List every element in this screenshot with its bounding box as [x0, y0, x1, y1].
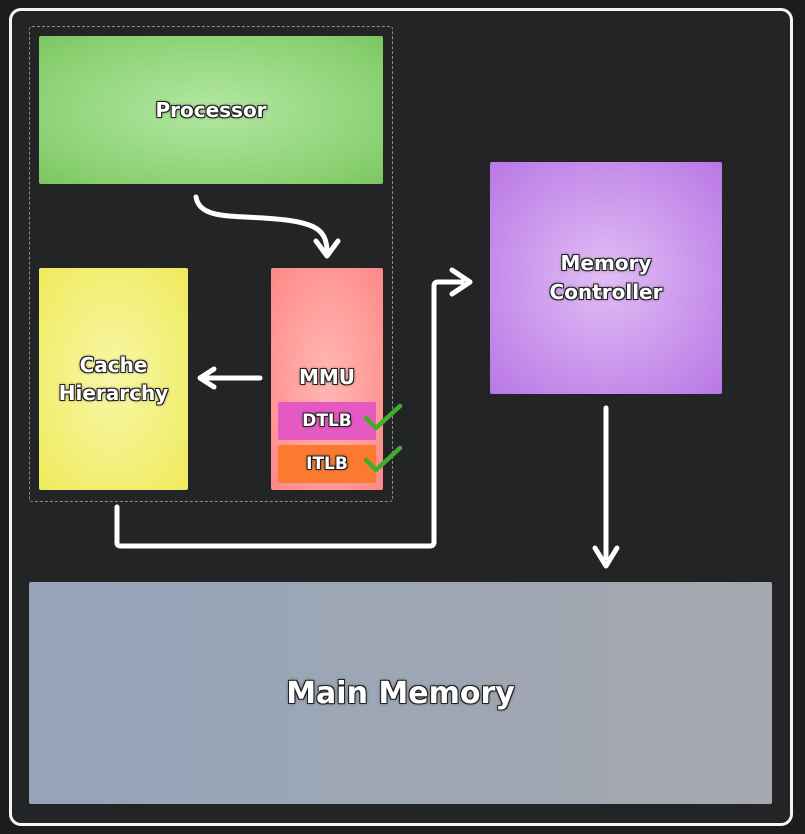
processor-label: Processor: [155, 98, 267, 122]
cache-label-line1: Cache: [79, 353, 148, 377]
memctl-label-line1: Memory: [560, 251, 652, 275]
main-memory-block: Main Memory: [29, 582, 772, 804]
memory-controller-block: Memory Controller: [490, 162, 722, 394]
processor-block: Processor: [39, 36, 383, 184]
mmu-label: MMU: [298, 365, 356, 389]
dtlb-label: DTLB: [302, 411, 352, 431]
memctl-label-line2: Controller: [549, 280, 663, 304]
itlb-label: ITLB: [306, 454, 348, 474]
mmu-block: MMU DTLB ITLB: [271, 268, 383, 490]
cache-hierarchy-block: Cache Hierarchy: [39, 268, 188, 490]
itlb-block: ITLB: [278, 445, 376, 483]
main-memory-label: Main Memory: [286, 675, 515, 711]
dtlb-block: DTLB: [278, 402, 376, 440]
cache-label-line2: Hierarchy: [58, 381, 169, 405]
